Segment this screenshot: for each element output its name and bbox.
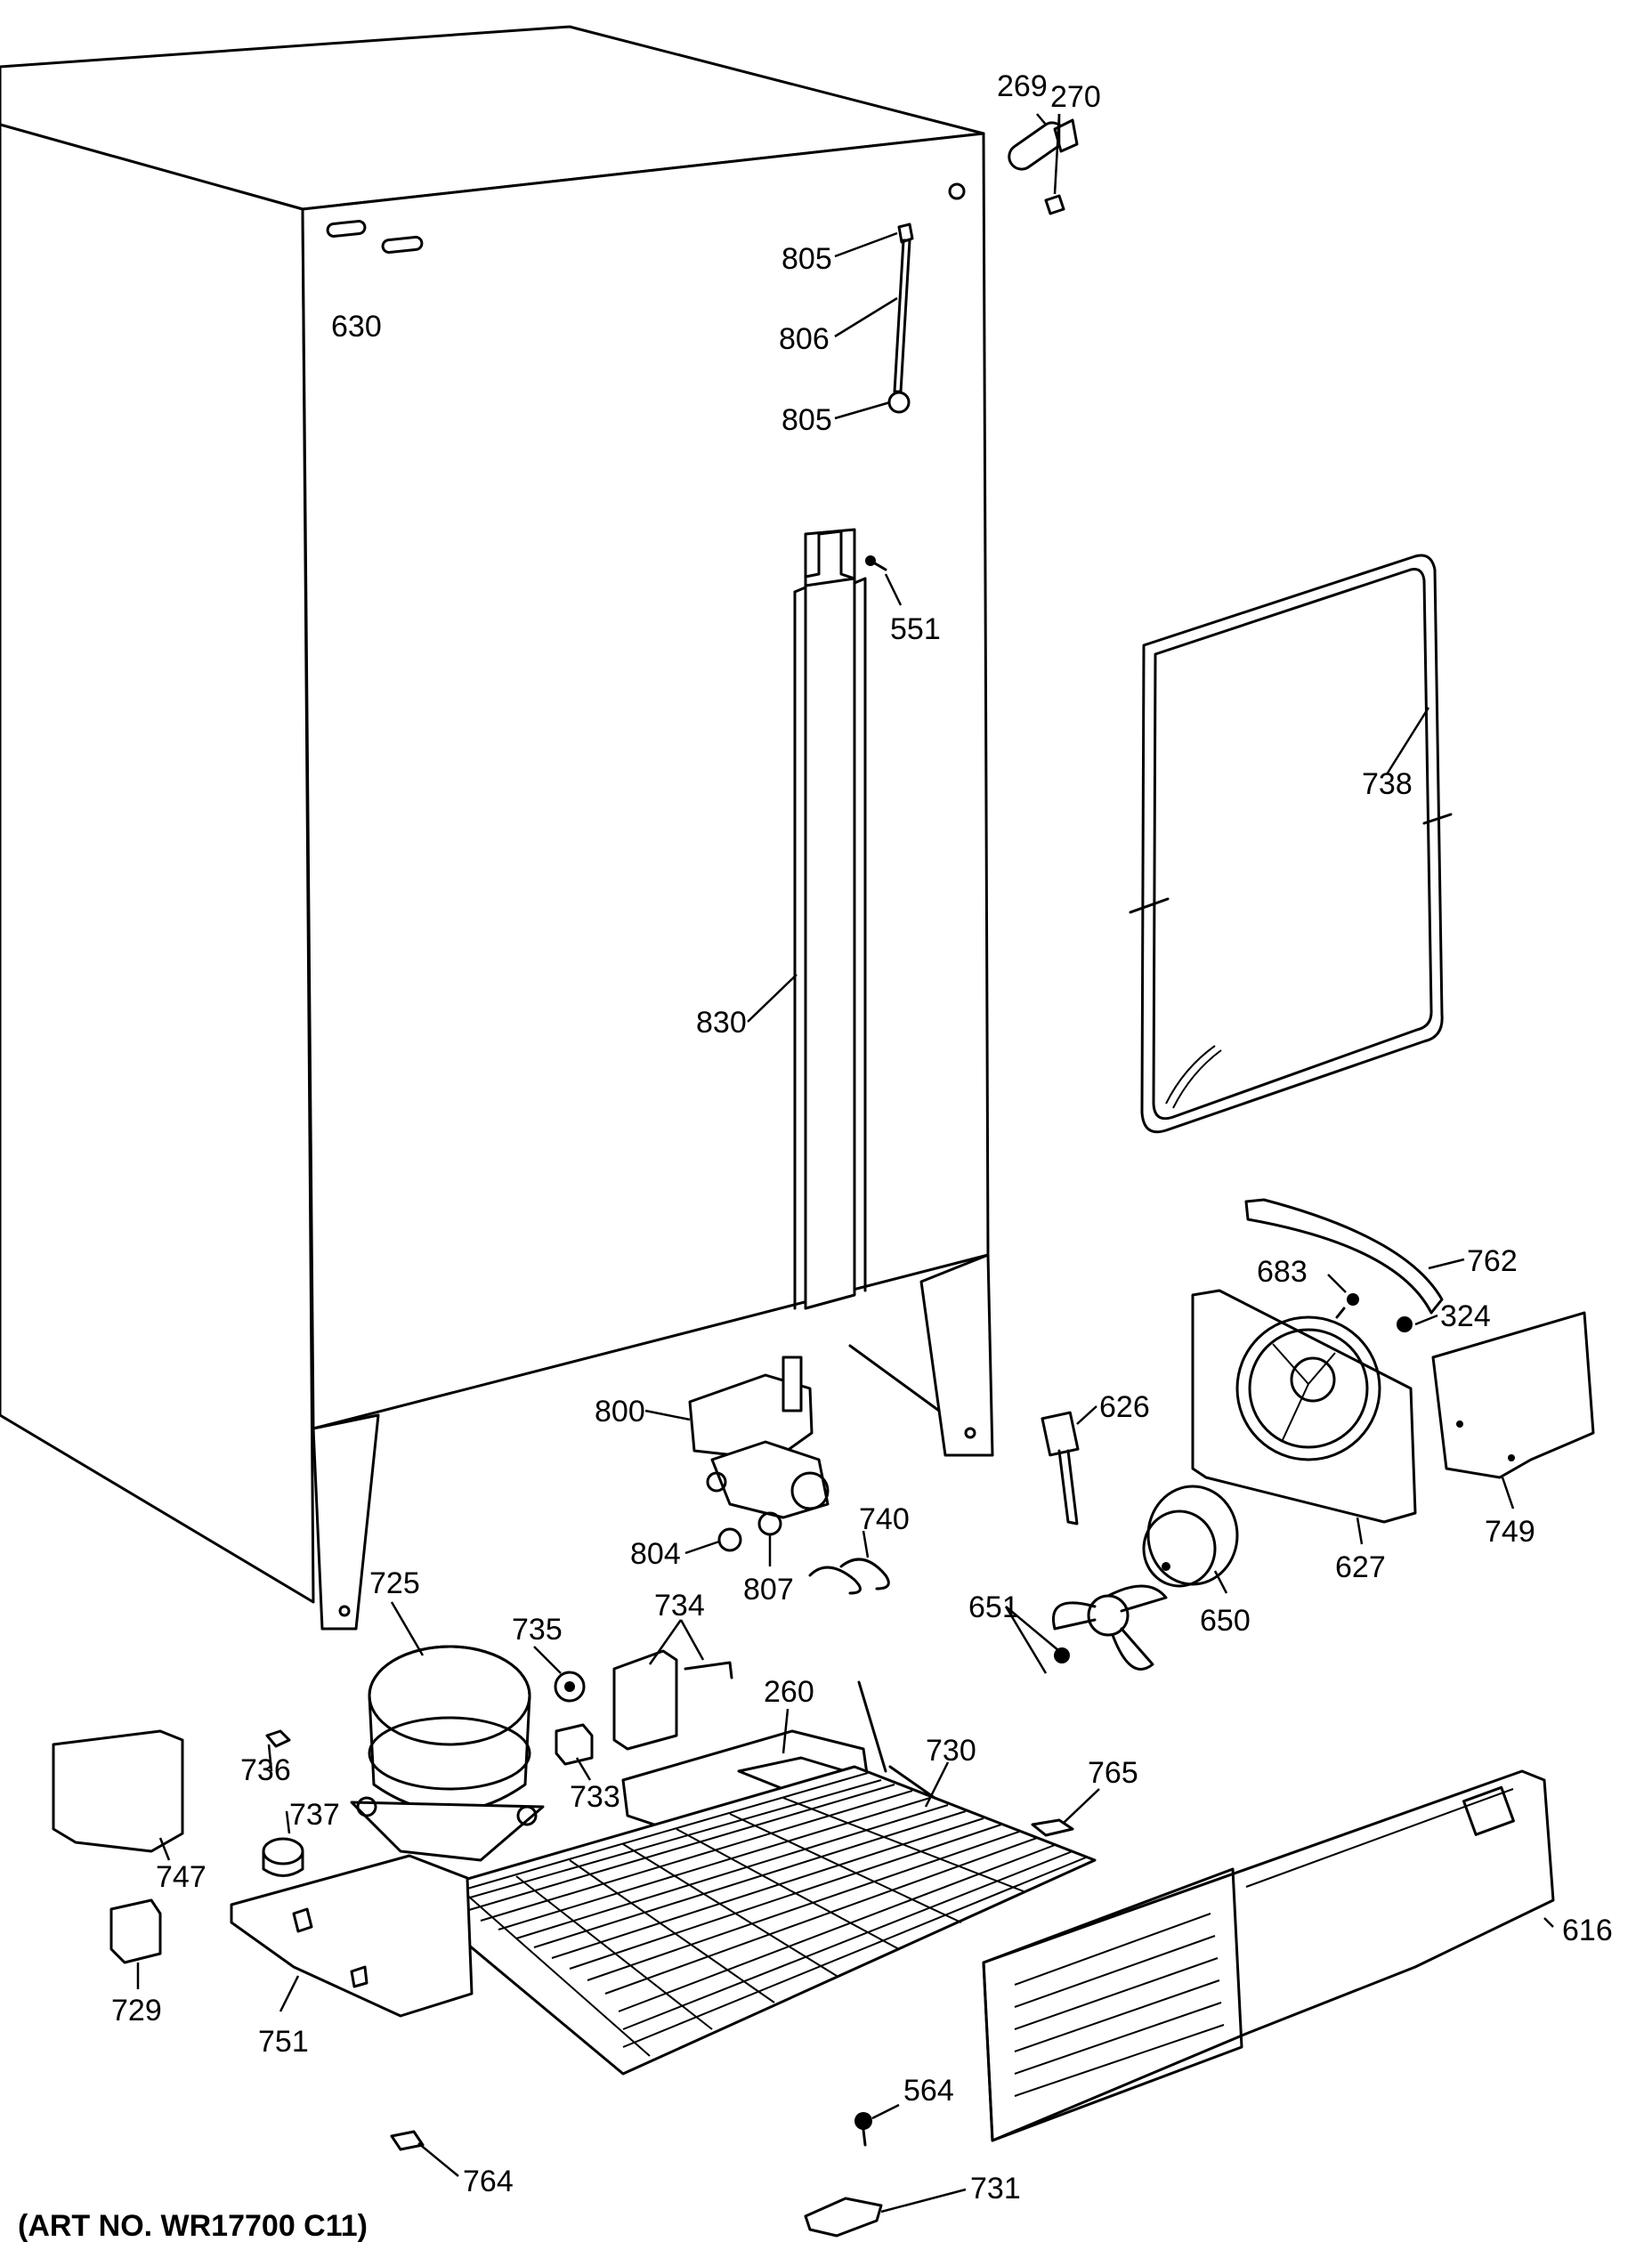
label-270: 270: [1050, 80, 1101, 114]
label-650: 650: [1200, 1604, 1251, 1638]
fan-blade-651: [1052, 1584, 1168, 1671]
label-551: 551: [890, 612, 941, 646]
label-830: 830: [696, 1006, 747, 1040]
label-626: 626: [1099, 1390, 1150, 1424]
base-751: [230, 1854, 474, 2018]
label-804: 804: [630, 1537, 681, 1571]
label-806: 806: [779, 322, 830, 356]
leader-lines: [136, 113, 1554, 2214]
capacitor-729: [109, 1898, 162, 1964]
clip-736: [265, 1729, 291, 1748]
harness-626: [1041, 1411, 1080, 1526]
cover-749: [1431, 1311, 1595, 1479]
part-labels: 269 270 805 806 805 630 551 738 830 762 …: [18, 69, 1613, 2243]
label-616: 616: [1562, 1914, 1613, 1947]
clip-764: [390, 2130, 425, 2151]
screw-683: [1335, 1293, 1359, 1319]
terminal-cover-747: [52, 1729, 184, 1853]
label-730: 730: [926, 1734, 976, 1768]
label-805-top: 805: [781, 242, 832, 276]
label-269: 269: [997, 69, 1048, 103]
duct-762: [1244, 1198, 1444, 1315]
label-683: 683: [1257, 1255, 1308, 1289]
screw-564: [854, 2112, 872, 2147]
screw-551: [865, 555, 887, 571]
fan-motor-650: [1142, 1485, 1239, 1588]
label-731: 731: [970, 2172, 1021, 2205]
label-736: 736: [240, 1753, 291, 1787]
clip-765: [1031, 1818, 1074, 1837]
bracket-731: [804, 2197, 883, 2238]
door-gasket-738: [1129, 554, 1453, 1134]
clips-740: [808, 1558, 890, 1595]
relay-734: [612, 1649, 733, 1751]
label-324: 324: [1440, 1299, 1491, 1333]
label-733: 733: [570, 1780, 620, 1814]
water-valve-800: [688, 1356, 830, 1519]
label-564: 564: [903, 2074, 954, 2108]
label-800: 800: [595, 1395, 645, 1429]
label-260: 260: [764, 1675, 814, 1709]
fan-shroud-627: [1191, 1289, 1417, 1524]
label-651: 651: [968, 1590, 1019, 1624]
label-747: 747: [156, 1860, 206, 1894]
label-725: 725: [369, 1566, 420, 1600]
compressor-725: [350, 1645, 545, 1862]
label-734: 734: [654, 1589, 705, 1623]
part-804: [717, 1527, 742, 1552]
label-749: 749: [1485, 1515, 1535, 1549]
label-764: 764: [463, 2165, 514, 2198]
condenser-730: [408, 1680, 1097, 2076]
label-627: 627: [1335, 1550, 1386, 1584]
label-735: 735: [512, 1613, 563, 1647]
label-751: 751: [258, 2025, 309, 2059]
label-805-bottom: 805: [781, 403, 832, 437]
label-738: 738: [1362, 767, 1413, 801]
screw-324: [1397, 1316, 1413, 1332]
grille-616: [982, 1769, 1555, 2142]
part-807: [757, 1511, 782, 1536]
label-737: 737: [289, 1798, 340, 1832]
grommet-737: [262, 1837, 304, 1877]
overload-733: [555, 1723, 594, 1766]
label-762: 762: [1467, 1244, 1518, 1278]
water-valve-fitting-269: [1008, 118, 1079, 215]
art-number: (ART NO. WR17700 C11): [18, 2209, 368, 2243]
label-630: 630: [331, 310, 382, 344]
label-740: 740: [859, 1502, 910, 1536]
label-765: 765: [1088, 1756, 1138, 1790]
label-729: 729: [111, 1994, 162, 2027]
center-mullion-830: [793, 528, 867, 1310]
label-807: 807: [743, 1573, 794, 1607]
